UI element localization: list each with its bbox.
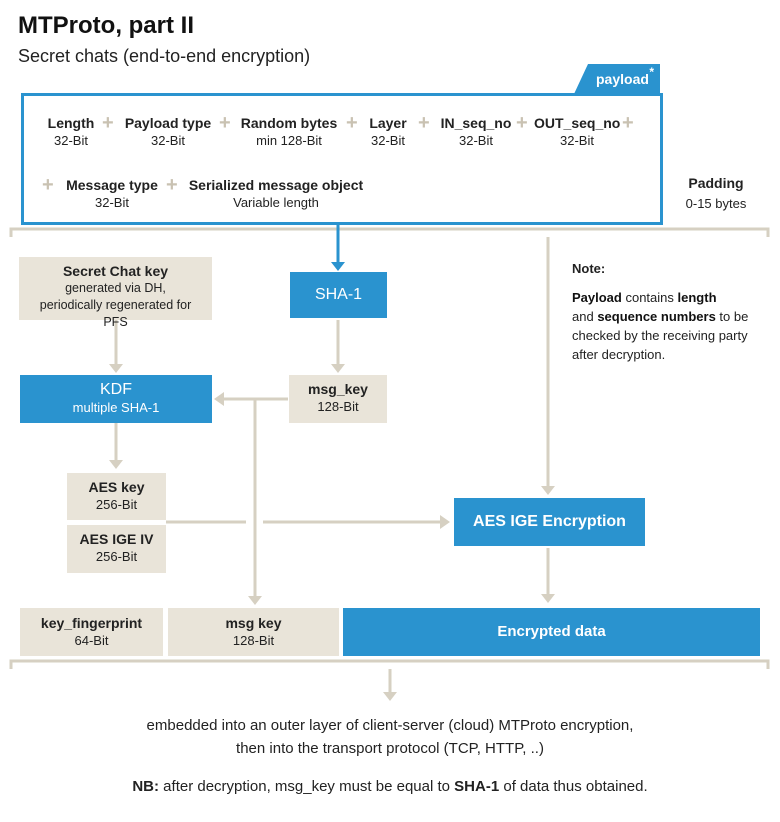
box-value: 256-Bit [95, 549, 138, 564]
field-name: Serialized message object [188, 177, 364, 193]
field-random-bytes: Random bytes min 128-Bit [238, 114, 340, 150]
plus-icon: + [418, 112, 430, 134]
box-title: msg key [225, 615, 282, 631]
payload-tag: payload * [574, 64, 660, 94]
page-title: MTProto, part II [18, 12, 194, 39]
nb-label: NB: [132, 778, 160, 795]
box-desc: generated via DH, periodically regenerat… [39, 281, 192, 329]
nb-text2: of data thus obtained. [499, 778, 648, 795]
field-length: Length 32-Bit [42, 114, 100, 150]
box-desc: multiple SHA-1 [72, 400, 160, 415]
field-name: Layer [369, 115, 407, 131]
nb-sha: SHA-1 [454, 778, 500, 795]
box-title: key_fingerprint [40, 615, 143, 631]
note-rest: to be checked by the receiving party aft… [572, 309, 749, 362]
box-title: msg_key [308, 381, 368, 397]
padding-name: Padding [688, 175, 744, 191]
field-size: 32-Bit [371, 133, 405, 148]
plus-icon: + [166, 174, 178, 196]
box-title: AES IGE IV [79, 531, 154, 547]
field-size: 32-Bit [560, 133, 594, 148]
aes-iv-box: AES IGE IV 256-Bit [67, 525, 166, 573]
encrypted-data-box: Encrypted data [343, 608, 760, 656]
key-fingerprint-box: key_fingerprint 64-Bit [20, 608, 163, 656]
secret-chat-key-box: Secret Chat key generated via DH, period… [19, 257, 212, 329]
footer-nb: NB: after decryption, msg_key must be eq… [0, 778, 780, 795]
box-value: 256-Bit [95, 497, 138, 512]
field-in-seq-no: IN_seq_no 32-Bit [440, 114, 512, 150]
kdf-box: KDF multiple SHA-1 [20, 375, 212, 423]
note-body: Payload contains length and sequence numb… [572, 288, 772, 364]
field-name: Length [47, 115, 95, 131]
field-size: 32-Bit [151, 133, 185, 148]
field-serialized-object: Serialized message object Variable lengt… [186, 176, 366, 212]
note-length: length [677, 290, 717, 305]
sha1-box: SHA-1 [290, 272, 387, 318]
payload-frame [21, 93, 663, 225]
note-title: Note: [572, 261, 606, 276]
page-subtitle: Secret chats (end-to-end encryption) [18, 46, 311, 66]
note-and: and [572, 309, 598, 324]
field-name: IN_seq_no [440, 115, 512, 131]
plus-icon: + [102, 112, 114, 134]
note-text: Note: Payload contains length and sequenc… [572, 259, 772, 364]
box-value: 128-Bit [232, 633, 275, 648]
field-layer: Layer 32-Bit [364, 114, 412, 150]
padding-size: 0-15 bytes [685, 196, 747, 211]
box-value: 64-Bit [74, 633, 109, 648]
box-value: 128-Bit [317, 399, 359, 414]
msg-key-box: msg_key 128-Bit [289, 375, 387, 423]
plus-icon: + [219, 112, 231, 134]
footer-line1: embedded into an outer layer of client-s… [146, 717, 634, 734]
field-size: 32-Bit [95, 195, 129, 210]
plus-icon: + [622, 112, 634, 134]
field-name: Random bytes [240, 115, 338, 131]
note-payload: Payload [572, 290, 622, 305]
plus-icon: + [42, 174, 54, 196]
plus-icon: + [346, 112, 358, 134]
field-name: Payload type [124, 115, 212, 131]
field-size: 32-Bit [54, 133, 88, 148]
footer-line2: then into the transport protocol (TCP, H… [236, 740, 544, 757]
note-seq: sequence numbers [597, 309, 716, 324]
msg-key-output-box: msg key 128-Bit [168, 608, 339, 656]
padding-field: Padding 0-15 bytes [676, 174, 756, 213]
field-payload-type: Payload type 32-Bit [122, 114, 214, 150]
field-size: 32-Bit [459, 133, 493, 148]
box-title: KDF [100, 381, 132, 398]
nb-text1: after decryption, msg_key must be equal … [159, 778, 455, 795]
payload-tag-mark: * [649, 65, 654, 79]
field-message-type: Message type 32-Bit [62, 176, 162, 212]
aes-encryption-box: AES IGE Encryption [454, 498, 645, 546]
aes-key-box: AES key 256-Bit [67, 473, 166, 520]
note-contains: contains [621, 290, 678, 305]
box-title: AES key [88, 479, 145, 495]
box-title: Secret Chat key [62, 263, 169, 279]
field-out-seq-no: OUT_seq_no 32-Bit [534, 114, 620, 150]
plus-icon: + [516, 112, 528, 134]
field-size: min 128-Bit [256, 133, 322, 148]
field-name: OUT_seq_no [534, 115, 621, 131]
field-name: Message type [66, 177, 158, 193]
field-size: Variable length [233, 195, 319, 210]
payload-tag-label: payload [596, 71, 649, 87]
